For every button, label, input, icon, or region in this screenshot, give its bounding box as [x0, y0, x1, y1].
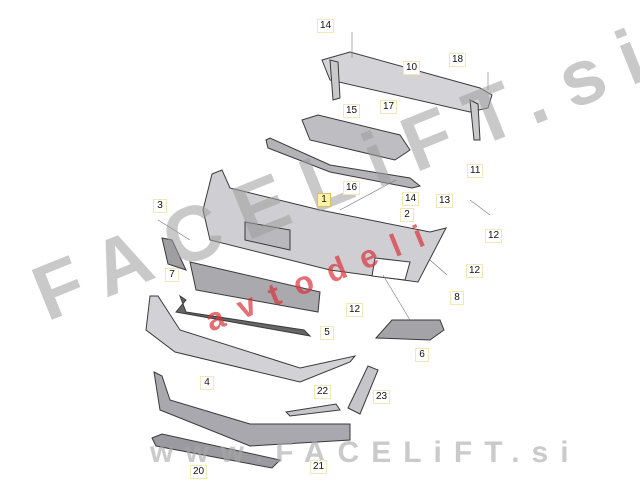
part-callout-12[interactable]: 12 [346, 303, 364, 317]
part-callout-15[interactable]: 15 [343, 104, 361, 118]
part-callout-16[interactable]: 16 [343, 181, 361, 195]
part-callout-2[interactable]: 2 [400, 208, 414, 222]
part-callout-5[interactable]: 5 [320, 326, 334, 340]
watermark-bottom: www.FACELiFT.si [150, 436, 581, 469]
part-callout-17[interactable]: 17 [380, 100, 398, 114]
spoiler [145, 295, 357, 383]
part-callout-12[interactable]: 12 [485, 229, 503, 243]
small-trim-strip [284, 403, 341, 417]
part-callout-13[interactable]: 13 [436, 194, 454, 208]
part-callout-7[interactable]: 7 [165, 268, 179, 282]
part-callout-22[interactable]: 22 [314, 385, 332, 399]
fog-trim-right [374, 319, 445, 341]
part-callout-6[interactable]: 6 [415, 348, 429, 362]
wheel-arch-trim [347, 365, 379, 415]
part-callout-21[interactable]: 21 [310, 460, 328, 474]
part-callout-14[interactable]: 14 [402, 192, 420, 206]
fog-trim-left [161, 237, 187, 271]
part-callout-3[interactable]: 3 [153, 199, 167, 213]
part-callout-12[interactable]: 12 [466, 264, 484, 278]
lower-grille [189, 261, 321, 313]
part-callout-4[interactable]: 4 [200, 376, 214, 390]
part-callout-1[interactable]: 1 [317, 193, 331, 207]
part-callout-23[interactable]: 23 [373, 390, 391, 404]
part-callout-8[interactable]: 8 [450, 291, 464, 305]
lower-spoiler [153, 371, 351, 447]
lower-guard [151, 433, 281, 469]
energy-absorber [301, 114, 411, 161]
bumper-cover [202, 169, 447, 283]
part-callout-18[interactable]: 18 [449, 53, 467, 67]
trim-strip [265, 137, 422, 189]
part-callout-10[interactable]: 10 [403, 61, 421, 75]
part-callout-11[interactable]: 11 [467, 164, 484, 178]
part-callout-20[interactable]: 20 [190, 465, 208, 479]
impact-beam [321, 51, 493, 113]
part-callout-14[interactable]: 14 [317, 19, 335, 33]
